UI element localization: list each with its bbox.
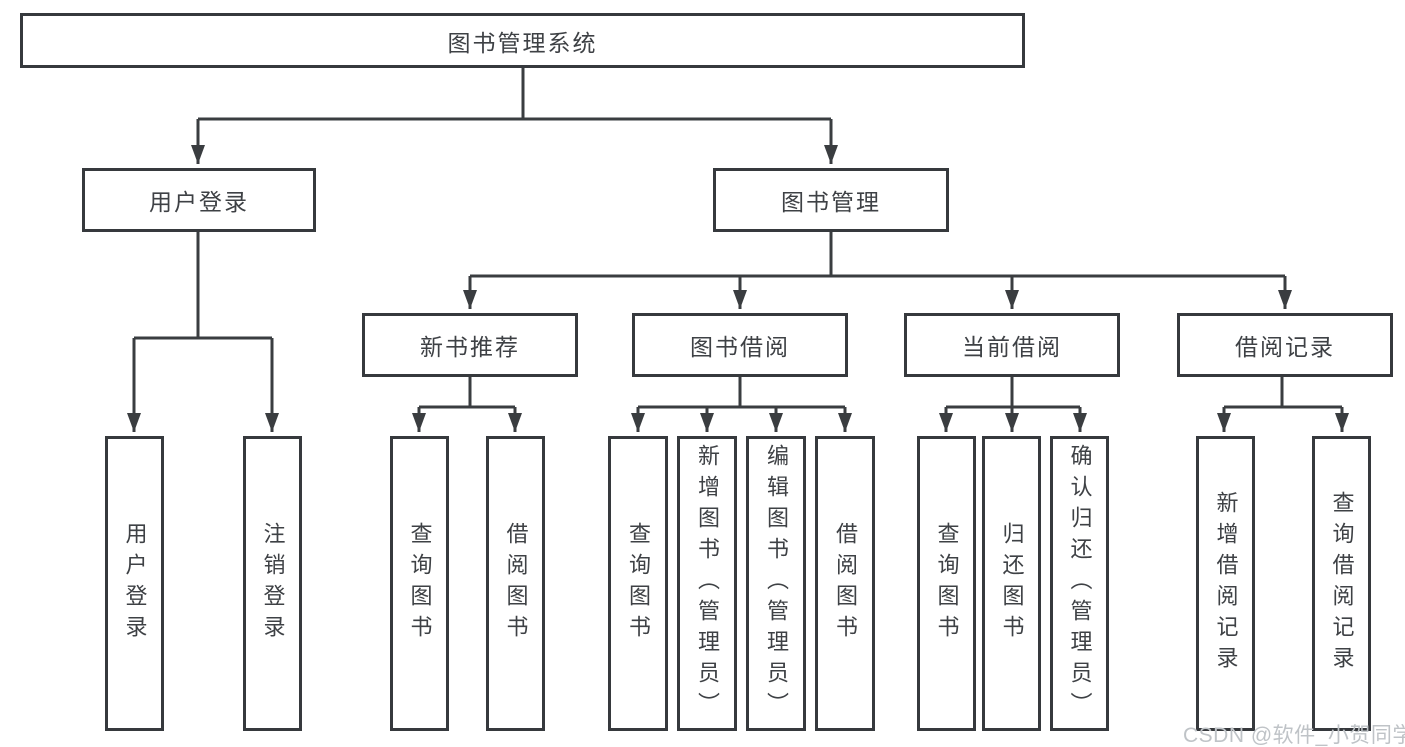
leaf-confirm-return-admin: 确认归还（管理员） <box>1050 436 1109 731</box>
leaf-newbook-borrow: 借阅图书 <box>486 436 545 731</box>
leaf-newbook-query-label: 查询图书 <box>407 521 433 646</box>
leaf-user-login: 用户登录 <box>105 436 164 731</box>
leaf-borrow-edit-admin-label: 编辑图书（管理员） <box>764 444 789 723</box>
node-new-book-recommend: 新书推荐 <box>362 313 578 377</box>
leaf-query-borrow-record: 查询借阅记录 <box>1312 436 1371 731</box>
node-book-borrow-label: 图书借阅 <box>690 334 790 360</box>
leaf-newbook-borrow-label: 借阅图书 <box>503 521 529 646</box>
leaf-return-book-label: 归还图书 <box>999 521 1025 646</box>
node-root-label: 图书管理系统 <box>447 29 598 56</box>
leaf-borrow-edit-admin: 编辑图书（管理员） <box>746 436 806 731</box>
node-user-login: 用户登录 <box>82 168 316 232</box>
node-book-borrow: 图书借阅 <box>632 313 848 377</box>
node-book-management-label: 图书管理 <box>781 189 881 215</box>
node-current-borrow-label: 当前借阅 <box>962 334 1062 360</box>
leaf-borrow-query: 查询图书 <box>608 436 668 731</box>
leaf-newbook-query: 查询图书 <box>390 436 449 731</box>
leaf-borrow-book: 借阅图书 <box>815 436 875 731</box>
leaf-confirm-return-admin-label: 确认归还（管理员） <box>1067 444 1093 723</box>
leaf-current-query: 查询图书 <box>917 436 976 731</box>
node-new-book-recommend-label: 新书推荐 <box>420 334 520 360</box>
leaf-borrow-book-label: 借阅图书 <box>833 521 858 646</box>
node-borrow-record: 借阅记录 <box>1177 313 1393 377</box>
node-root: 图书管理系统 <box>20 13 1025 68</box>
leaf-borrow-add-admin-label: 新增图书（管理员） <box>695 444 720 723</box>
node-current-borrow: 当前借阅 <box>904 313 1120 377</box>
leaf-return-book: 归还图书 <box>982 436 1041 731</box>
leaf-user-login-label: 用户登录 <box>122 521 148 646</box>
leaf-borrow-add-admin: 新增图书（管理员） <box>677 436 737 731</box>
leaf-logout: 注销登录 <box>243 436 302 731</box>
leaf-query-borrow-record-label: 查询借阅记录 <box>1329 490 1355 677</box>
leaf-current-query-label: 查询图书 <box>934 521 960 646</box>
leaf-add-borrow-record-label: 新增借阅记录 <box>1213 490 1239 677</box>
leaf-logout-label: 注销登录 <box>260 521 286 646</box>
node-borrow-record-label: 借阅记录 <box>1235 334 1335 360</box>
leaf-borrow-query-label: 查询图书 <box>626 521 651 646</box>
node-user-login-label: 用户登录 <box>149 189 249 215</box>
node-book-management: 图书管理 <box>713 168 949 232</box>
leaf-add-borrow-record: 新增借阅记录 <box>1196 436 1255 731</box>
csdn-watermark: CSDN @软件_小贺同学 <box>1183 724 1405 747</box>
